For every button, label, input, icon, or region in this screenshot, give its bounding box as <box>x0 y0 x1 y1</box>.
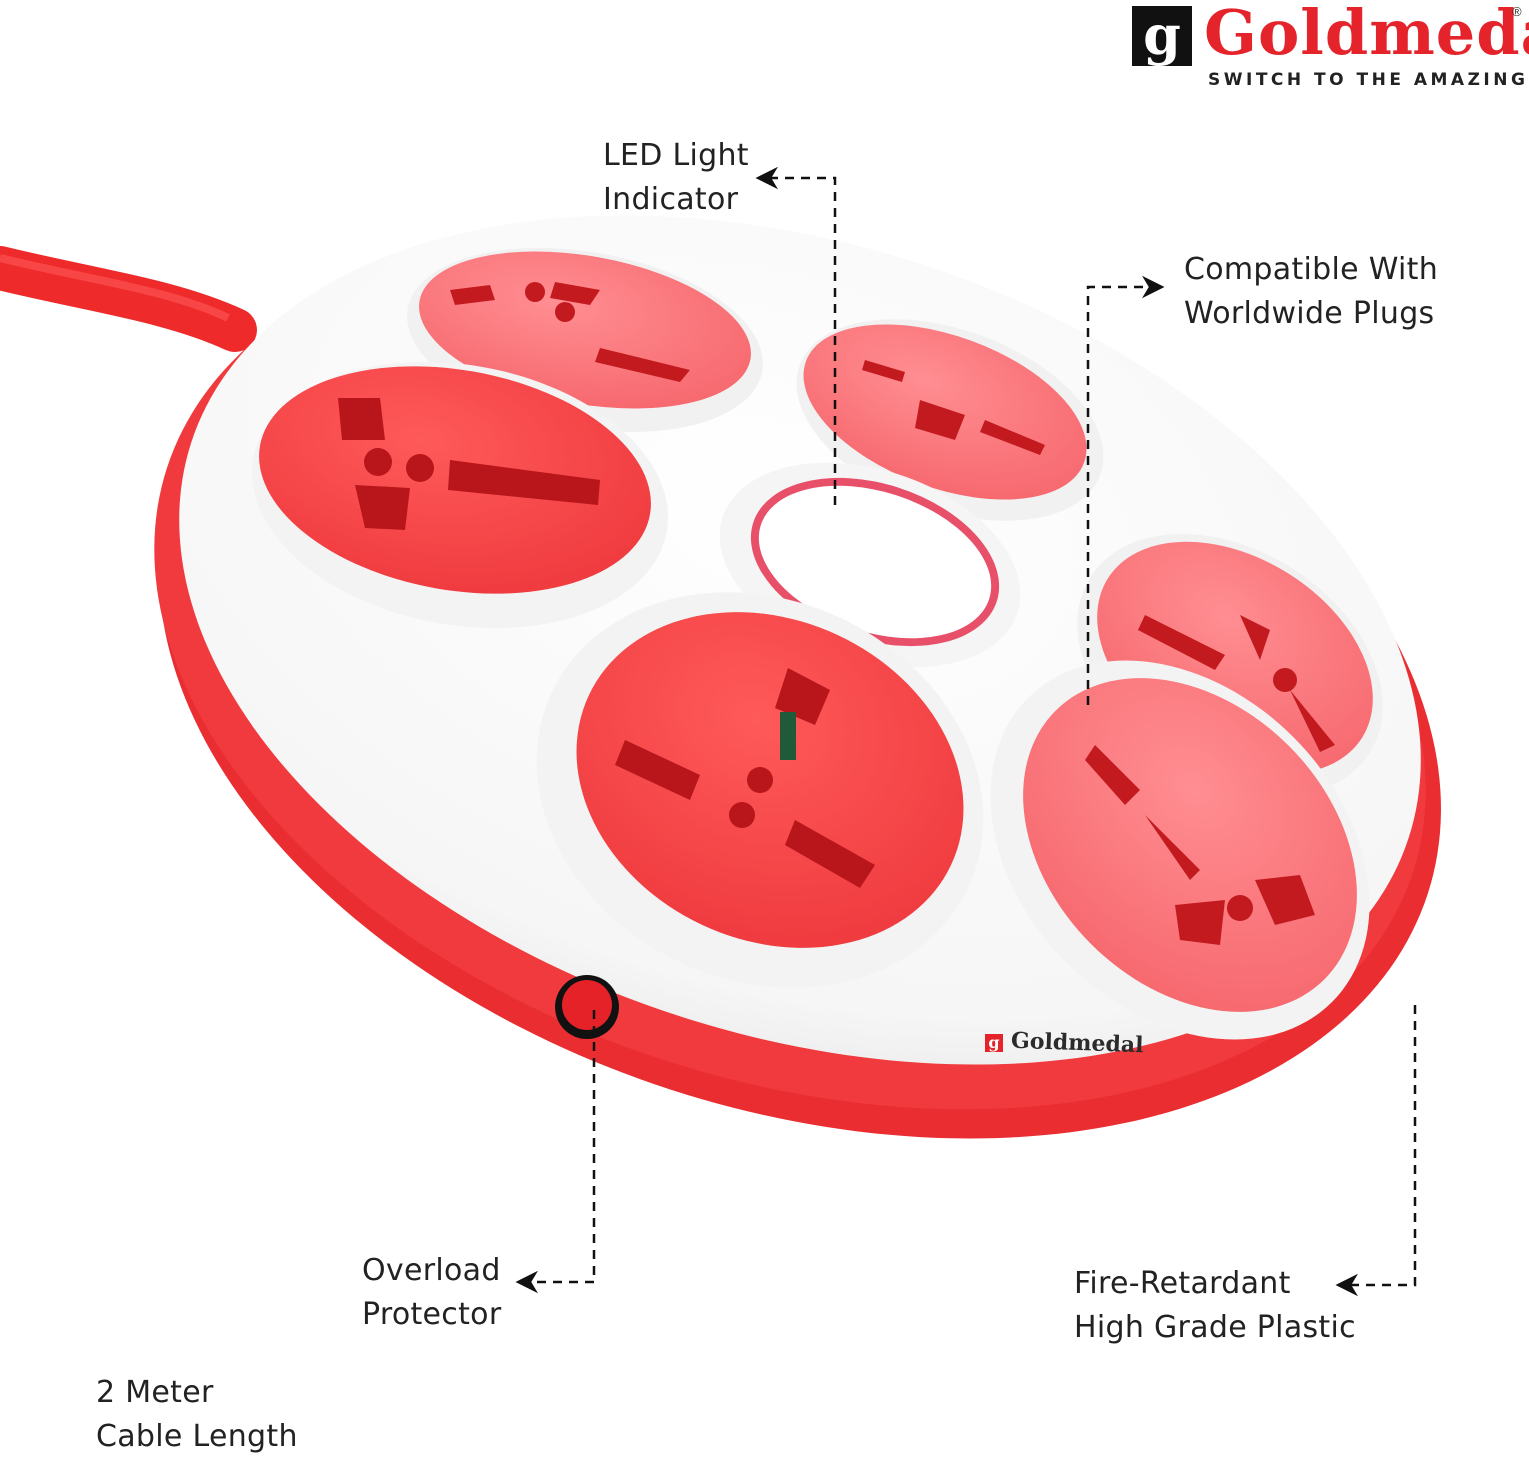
callout-plastic: Fire-Retardant High Grade Plastic <box>1074 1262 1356 1350</box>
callout-cable-line1: 2 Meter <box>96 1375 214 1410</box>
plastic-leader <box>1335 1005 1417 1297</box>
callout-plugs-line2: Worldwide Plugs <box>1184 296 1435 331</box>
callout-plugs-line1: Compatible With <box>1184 252 1439 287</box>
callout-cable-line2: Cable Length <box>96 1419 298 1454</box>
brand-tagline: SWITCH TO THE AMAZING <box>1208 70 1529 90</box>
callout-plugs: Compatible With Worldwide Plugs <box>1184 248 1438 336</box>
overload-leader <box>515 1010 596 1294</box>
callout-plastic-line1: Fire-Retardant <box>1074 1266 1291 1301</box>
power-cable <box>0 246 257 352</box>
led-leader <box>755 166 837 505</box>
callout-led: LED Light Indicator <box>603 134 749 222</box>
callout-overload-line2: Protector <box>362 1297 502 1332</box>
callout-plastic-line2: High Grade Plastic <box>1074 1310 1356 1345</box>
socket-left <box>251 361 669 629</box>
plugs-leader <box>1086 275 1165 705</box>
socket-center <box>536 592 984 988</box>
callout-overload: Overload Protector <box>362 1249 501 1337</box>
goldmedal-logo-icon: g <box>1132 6 1192 66</box>
goldmedal-logo-icon: g <box>985 1034 1003 1052</box>
callout-led-line2: Indicator <box>603 182 739 217</box>
brand-logo: g Goldmedal ® SWITCH TO THE AMAZING <box>1130 0 1529 94</box>
callout-overload-line1: Overload <box>362 1253 501 1288</box>
callout-led-line1: LED Light <box>603 138 749 173</box>
callout-cable: 2 Meter Cable Length <box>96 1371 298 1459</box>
registered-mark: ® <box>1512 4 1522 19</box>
device-logo-name: Goldmedal <box>1010 1027 1144 1059</box>
brand-name: Goldmedal <box>1204 0 1529 69</box>
socket-bottom-right <box>990 660 1370 1040</box>
